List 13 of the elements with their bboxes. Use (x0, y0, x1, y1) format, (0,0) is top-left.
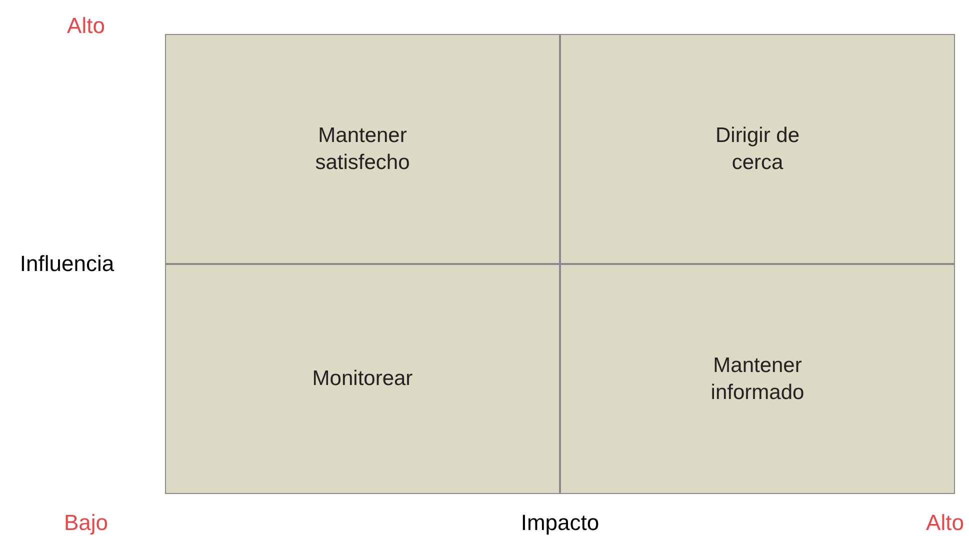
quadrant-box (560, 264, 955, 494)
quadrant-box (560, 34, 955, 264)
axis-level-label: Alto (67, 13, 105, 39)
quadrant-box (165, 264, 560, 494)
axis-title: Influencia (20, 251, 114, 277)
quadrant-label: Mantener satisfecho (314, 122, 411, 176)
quadrant-box (165, 34, 560, 264)
quadrant-label: Mantener informado (710, 352, 806, 406)
quadrant-label: Dirigir de cerca (714, 122, 801, 176)
axis-level-label: Alto (926, 510, 964, 536)
axis-title: Impacto (520, 510, 600, 536)
quadrant-label: Monitorear (312, 366, 413, 392)
axis-level-label: Bajo (64, 510, 108, 536)
